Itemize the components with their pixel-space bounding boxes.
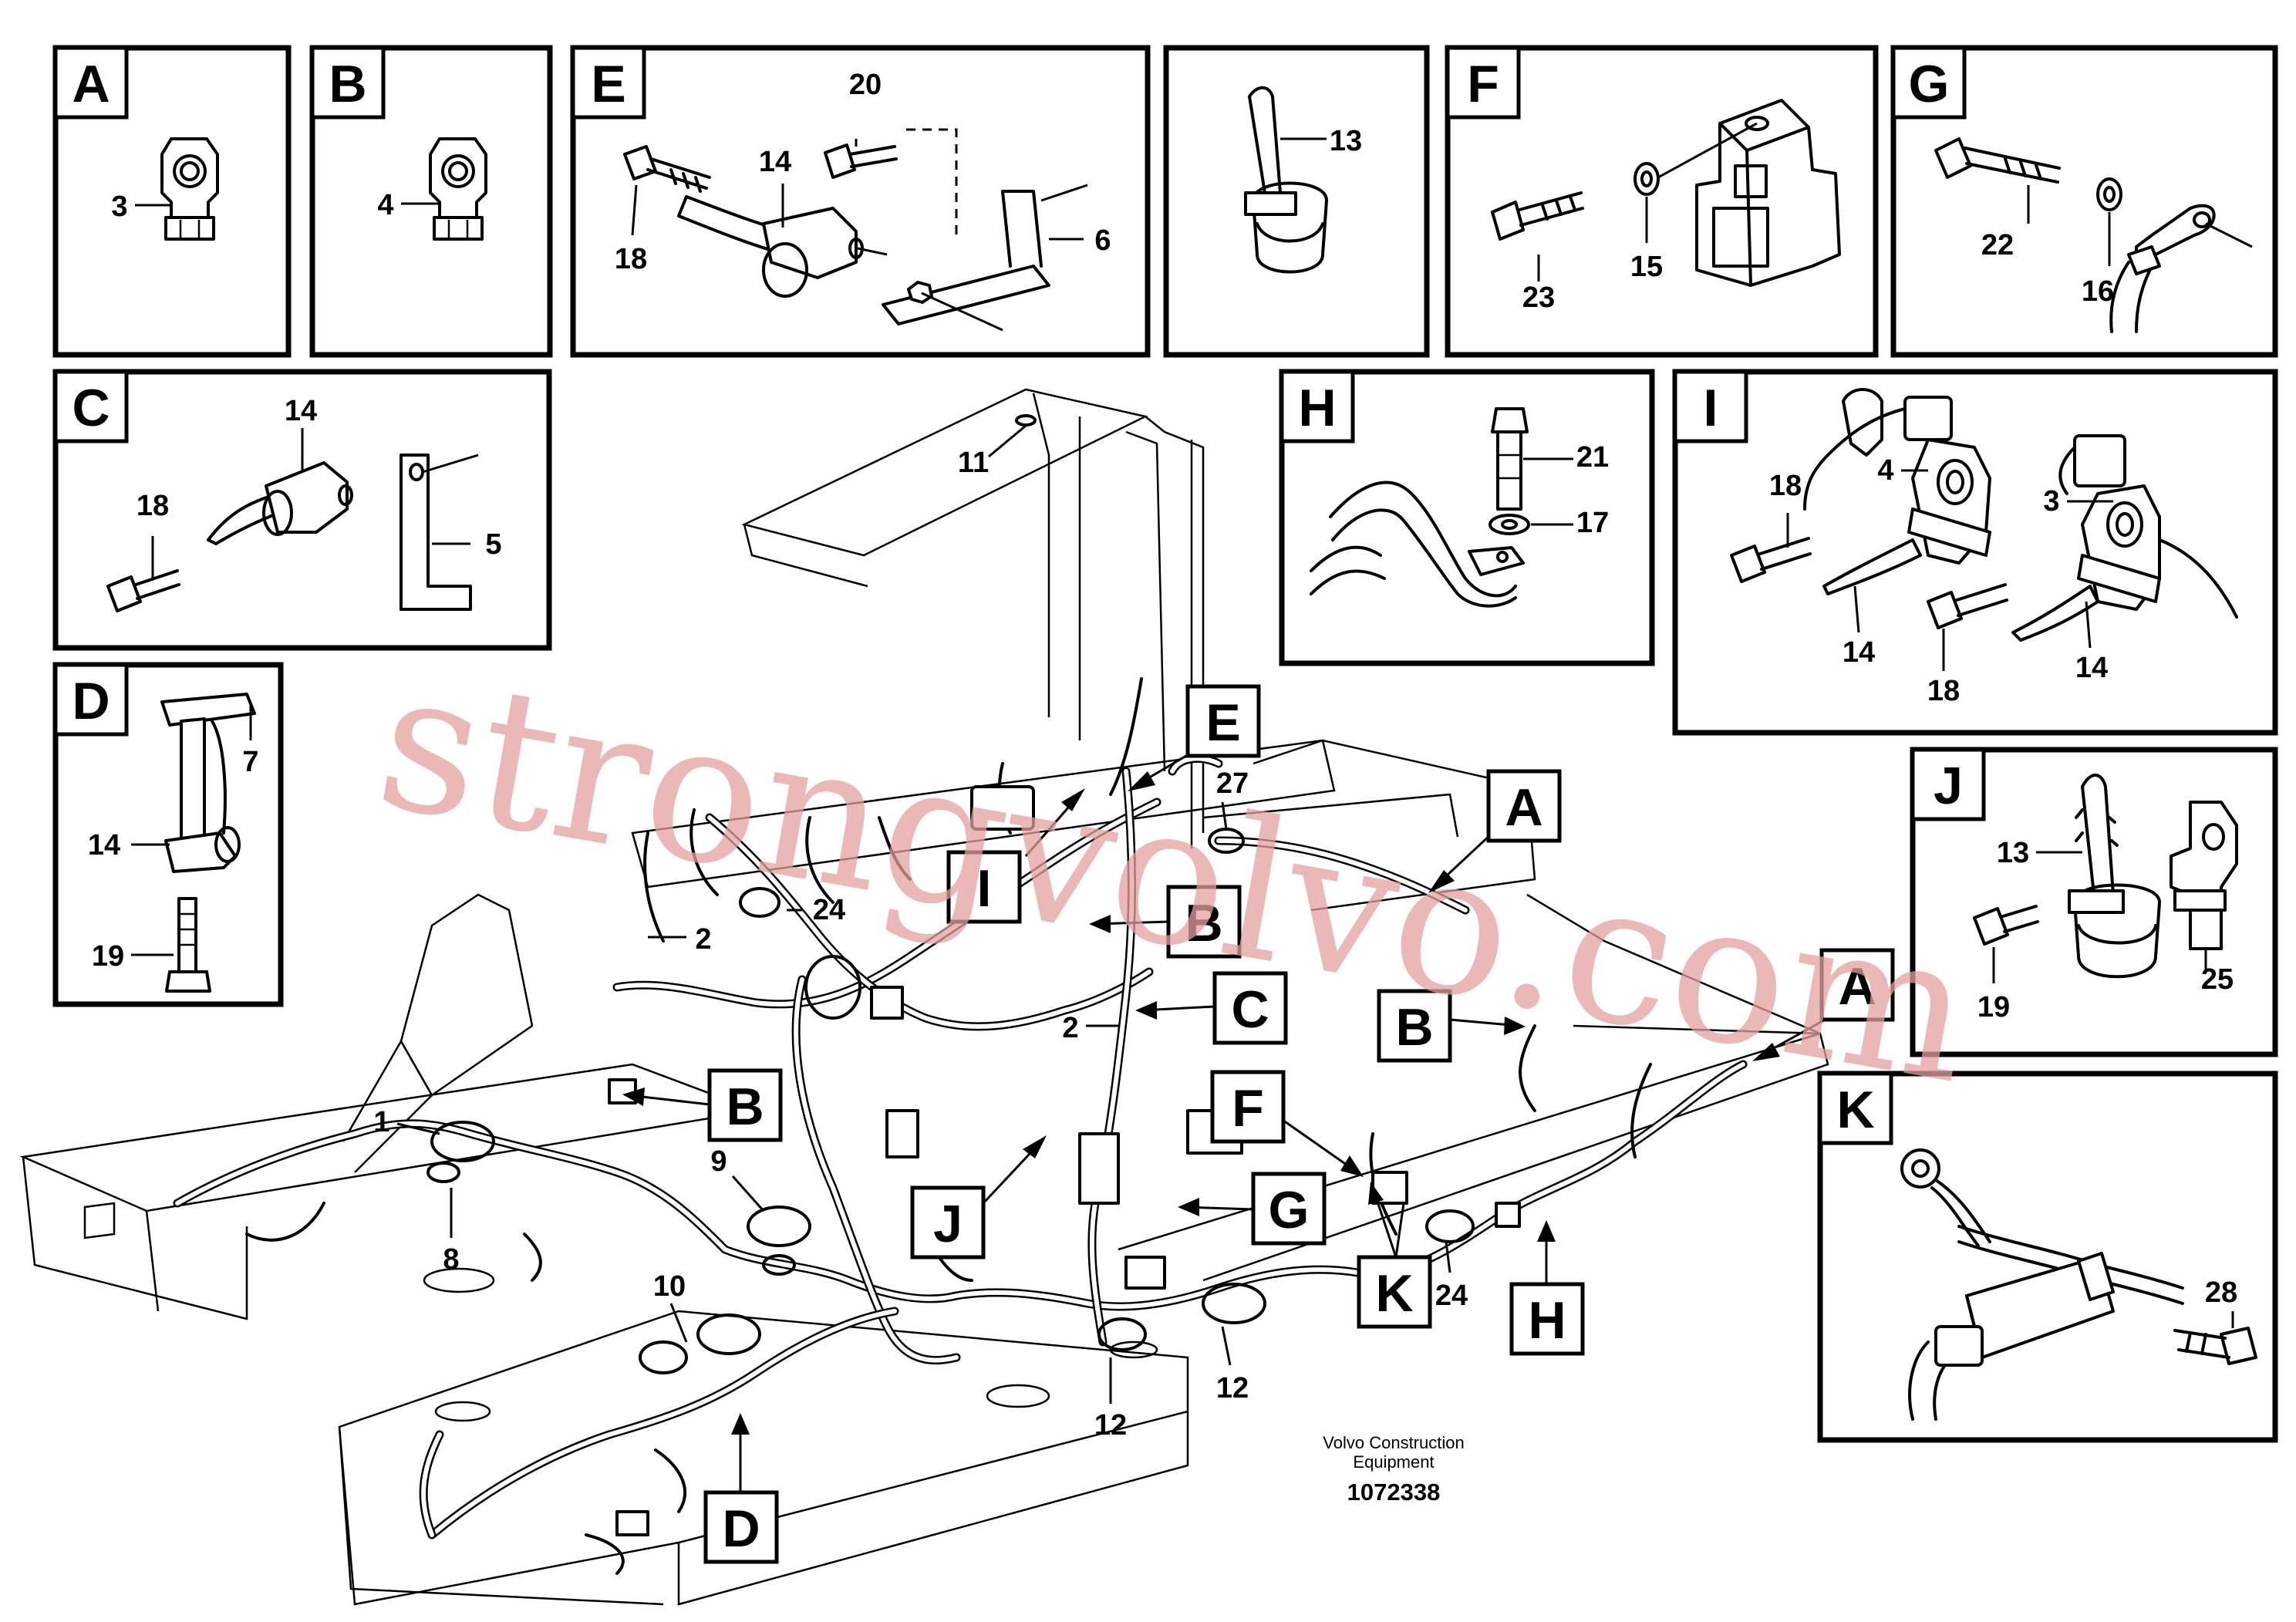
panel-j-tag: J	[1934, 757, 1963, 815]
tag-k: K	[1375, 1264, 1413, 1323]
panel-i-label-3: 3	[2043, 485, 2059, 518]
callout-11: 11	[958, 447, 989, 479]
panel-h-tag: H	[1298, 379, 1336, 437]
panel-a-label-3: 3	[111, 191, 127, 223]
panel-f-label-15: 15	[1630, 251, 1663, 283]
panel-d-label-7: 7	[242, 746, 258, 778]
panel-d-label-19: 19	[92, 940, 124, 973]
panel-k-tag: K	[1836, 1081, 1874, 1139]
panel-i-label-4: 4	[1877, 454, 1893, 487]
main-callout-numbers: 11 24 2 27 2 1 9 8 10 12 12 24	[373, 424, 1468, 1442]
detail-panel-h: H 21 17	[1279, 369, 1655, 666]
callout-24-lower: 24	[1435, 1280, 1468, 1312]
panel-k-label-28: 28	[2205, 1276, 2237, 1309]
tag-b-right: B	[1395, 998, 1433, 1057]
panel-b-label-4: 4	[377, 189, 393, 221]
callout-12-right: 12	[1216, 1372, 1249, 1404]
detail-panel-e: E 20 14 18 6	[570, 45, 1151, 358]
detail-panel-cable-tie: 13	[1163, 45, 1430, 358]
tag-f: F	[1232, 1079, 1264, 1138]
panel-e-label-20: 20	[849, 69, 882, 101]
callout-1: 1	[373, 1106, 389, 1138]
panel-d-tag: D	[72, 672, 110, 730]
panel-e-label-14: 14	[759, 146, 791, 178]
tag-j: J	[933, 1195, 963, 1253]
tag-e: E	[1205, 693, 1240, 752]
tag-c: C	[1231, 980, 1269, 1039]
detail-panel-i: I 18 4 3 14 18 14	[1672, 369, 2278, 736]
panel-i-label-18a: 18	[1769, 470, 1802, 502]
callout-24-upper: 24	[813, 894, 845, 926]
callout-10: 10	[653, 1270, 686, 1303]
panel-c-label-14: 14	[285, 395, 317, 427]
panel-c-tag: C	[72, 379, 110, 437]
main-letter-tags: E A I B C A B B F J	[622, 684, 1895, 1564]
callout-9: 9	[710, 1145, 727, 1178]
tag-h: H	[1528, 1291, 1566, 1350]
detail-panel-b: B 4	[309, 45, 553, 358]
tag-g: G	[1269, 1181, 1310, 1239]
panel-e-tag: E	[591, 55, 625, 113]
detail-panel-f: F 23 15	[1445, 45, 1879, 358]
panel-h-label-17: 17	[1576, 507, 1609, 539]
cable-tie-label-13: 13	[1330, 125, 1362, 157]
panel-a-tag: A	[72, 55, 110, 113]
panel-g-label-22: 22	[1981, 229, 2014, 261]
callout-27: 27	[1216, 767, 1249, 800]
detail-panel-a: A 3	[52, 45, 292, 358]
tag-a-upper: A	[1505, 778, 1542, 837]
tag-d: D	[722, 1499, 760, 1558]
panel-g-label-16: 16	[2082, 275, 2114, 308]
panel-i-label-18b: 18	[1927, 675, 1960, 707]
tag-b-center: B	[1185, 894, 1222, 953]
callout-2-left: 2	[695, 923, 711, 956]
drawing-caption: Volvo Construction Equipment 1072338	[1323, 1433, 1464, 1506]
panel-i-tag: I	[1704, 379, 1718, 437]
detail-panel-j: J 13 19 25	[1910, 747, 2278, 1057]
tag-i: I	[977, 859, 992, 918]
panel-i-label-14a: 14	[1843, 636, 1875, 669]
caption-line-2: Equipment	[1353, 1452, 1434, 1472]
panel-c-label-5: 5	[485, 528, 501, 561]
panel-d-label-14: 14	[88, 829, 120, 862]
detail-panel-g: G 22 16	[1890, 45, 2278, 358]
panel-j-label-19: 19	[1977, 991, 2010, 1023]
detail-panel-c: C 14 18 5	[52, 369, 552, 651]
panel-f-label-23: 23	[1522, 282, 1555, 314]
callout-2-center: 2	[1062, 1012, 1078, 1044]
tag-a-right: A	[1838, 957, 1876, 1016]
panel-f-tag: F	[1467, 55, 1499, 113]
panel-b-tag: B	[329, 55, 366, 113]
caption-line-1: Volvo Construction	[1323, 1433, 1464, 1452]
tag-b-left: B	[726, 1077, 764, 1136]
callout-8: 8	[443, 1243, 459, 1276]
panel-e-label-18: 18	[615, 243, 647, 275]
callout-12-left: 12	[1094, 1409, 1127, 1442]
detail-panel-d: D 7 14 19	[52, 662, 284, 1007]
drawing-number: 1072338	[1347, 1479, 1441, 1506]
panel-g-tag: G	[1909, 55, 1950, 113]
panel-h-label-21: 21	[1576, 441, 1609, 474]
detail-panel-k: K 28	[1817, 1071, 2278, 1443]
panel-i-label-14b: 14	[2075, 652, 2108, 684]
panel-j-label-13: 13	[1997, 837, 2029, 869]
panel-j-label-25: 25	[2201, 963, 2234, 996]
panel-c-label-18: 18	[137, 490, 169, 522]
panel-e-label-6: 6	[1094, 224, 1111, 257]
